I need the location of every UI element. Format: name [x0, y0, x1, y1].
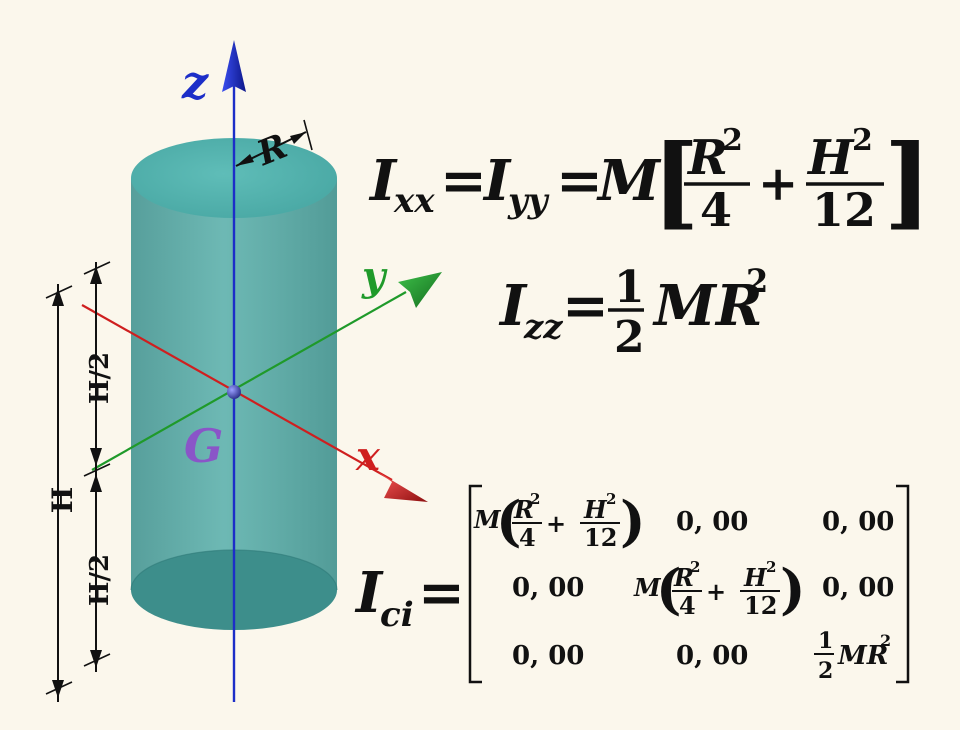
ixx-plus: +	[758, 156, 798, 212]
ixx-symbol: I	[368, 148, 398, 214]
ixx-bracket-open: [	[652, 122, 699, 240]
t11-r-exp: 2	[530, 490, 540, 508]
t11-paren-close: )	[620, 489, 646, 553]
ixx-bracket-close: ]	[884, 122, 931, 240]
ici-subscript: ci	[380, 595, 414, 635]
izz-mr: MR	[652, 273, 763, 339]
center-label: G	[184, 419, 223, 473]
t13-value: 0, 00	[822, 507, 894, 537]
tensor-bracket-right	[896, 484, 910, 684]
radius-arrow-right-icon	[290, 132, 306, 144]
t33-num: 1	[818, 628, 833, 654]
t22-den2: 12	[744, 591, 777, 620]
half-arrow-1-icon	[90, 266, 102, 284]
ixx-frac2-den: 12	[812, 183, 876, 237]
ixx-mass: M	[596, 148, 662, 214]
half-height-tick-top	[83, 261, 111, 275]
height-dimensions: H H/2 H/2	[45, 261, 115, 702]
t22-h-exp: 2	[766, 558, 776, 576]
izz-equals: =	[562, 273, 609, 339]
t22-plus: +	[706, 577, 726, 606]
formula-ixx-iyy: I xx = I yy = M [ R 2 4 + H 2 12 ]	[368, 122, 931, 240]
t11-paren-open: (	[496, 489, 522, 553]
ixx-frac1-den: 4	[700, 183, 732, 237]
t11-h: H	[583, 495, 608, 524]
t22-h: H	[743, 563, 768, 592]
t11-h-exp: 2	[606, 490, 616, 508]
half-height-bottom-label: H/2	[85, 554, 115, 606]
t11-den1: 4	[519, 523, 536, 552]
z-axis-label: z	[181, 55, 209, 109]
axes	[81, 40, 442, 702]
ixx-frac1-num: R	[686, 130, 728, 186]
iyy-subscript: yy	[507, 181, 550, 221]
ici-symbol: I	[354, 560, 384, 626]
tensor-bracket-left	[468, 484, 482, 684]
formula-izz: I zz = 1 2 MR 2	[498, 262, 768, 363]
t12-value: 0, 00	[676, 507, 748, 537]
t11-plus: +	[546, 509, 566, 538]
half-arrow-4-icon	[90, 650, 102, 668]
ixx-equals: =	[440, 148, 487, 214]
half-arrow-2-icon	[90, 448, 102, 466]
t11-den2: 12	[584, 523, 617, 552]
half-height-top-label: H/2	[85, 352, 115, 404]
t11-mass: M	[473, 505, 502, 534]
inertia-tensor: I ci = M ( R 2 4 + H 2 12 ) 0, 00 0, 00 …	[354, 484, 910, 684]
izz-frac-num: 1	[614, 262, 645, 313]
t22-paren-open: (	[656, 557, 682, 621]
radius-extension-line	[303, 119, 313, 151]
t22-r: R	[673, 563, 694, 592]
height-arrow-bottom-icon	[52, 680, 64, 698]
height-arrow-top-icon	[52, 288, 64, 306]
iyy-equals: =	[556, 148, 603, 214]
t22-r-exp: 2	[690, 558, 700, 576]
height-label: H	[46, 487, 79, 513]
tensor-cell-2-2: M ( R 2 4 + H 2 12 )	[633, 557, 806, 621]
iyy-symbol: I	[482, 148, 512, 214]
ici-equals: =	[418, 560, 465, 626]
y-axis-line	[91, 291, 407, 471]
izz-subscript: zz	[523, 307, 563, 347]
y-arrow-icon	[398, 272, 442, 308]
ixx-frac2-exp: 2	[852, 123, 873, 158]
t22-mass: M	[633, 573, 662, 602]
izz-exp: 2	[746, 262, 768, 300]
half-height-tick-mid	[83, 463, 111, 477]
center-of-mass-point	[227, 385, 241, 399]
t23-value: 0, 00	[822, 573, 894, 603]
radius-arrow-left-icon	[236, 154, 254, 166]
x-axis-label: x	[355, 433, 381, 480]
t22-den1: 4	[679, 591, 696, 620]
tensor-cell-3-3: 1 2 MR 2	[814, 628, 891, 684]
ixx-subscript: xx	[393, 181, 435, 221]
tensor-cell-1-1: M ( R 2 4 + H 2 12 )	[473, 489, 646, 553]
ixx-frac2-num: H	[806, 130, 855, 186]
t21-value: 0, 00	[512, 573, 584, 603]
x-arrow-icon	[378, 472, 428, 502]
t33-exp: 2	[880, 631, 891, 650]
t31-value: 0, 00	[512, 641, 584, 671]
half-arrow-3-icon	[90, 474, 102, 492]
izz-frac-den: 2	[614, 312, 645, 363]
y-axis-label: y	[361, 253, 388, 300]
izz-symbol: I	[498, 273, 528, 339]
t22-paren-close: )	[780, 557, 806, 621]
z-arrow-icon	[222, 40, 246, 92]
t33-den: 2	[818, 658, 833, 684]
t32-value: 0, 00	[676, 641, 748, 671]
t11-r: R	[513, 495, 534, 524]
ixx-frac1-exp: 2	[722, 123, 743, 158]
t33-mr: MR	[837, 641, 888, 671]
